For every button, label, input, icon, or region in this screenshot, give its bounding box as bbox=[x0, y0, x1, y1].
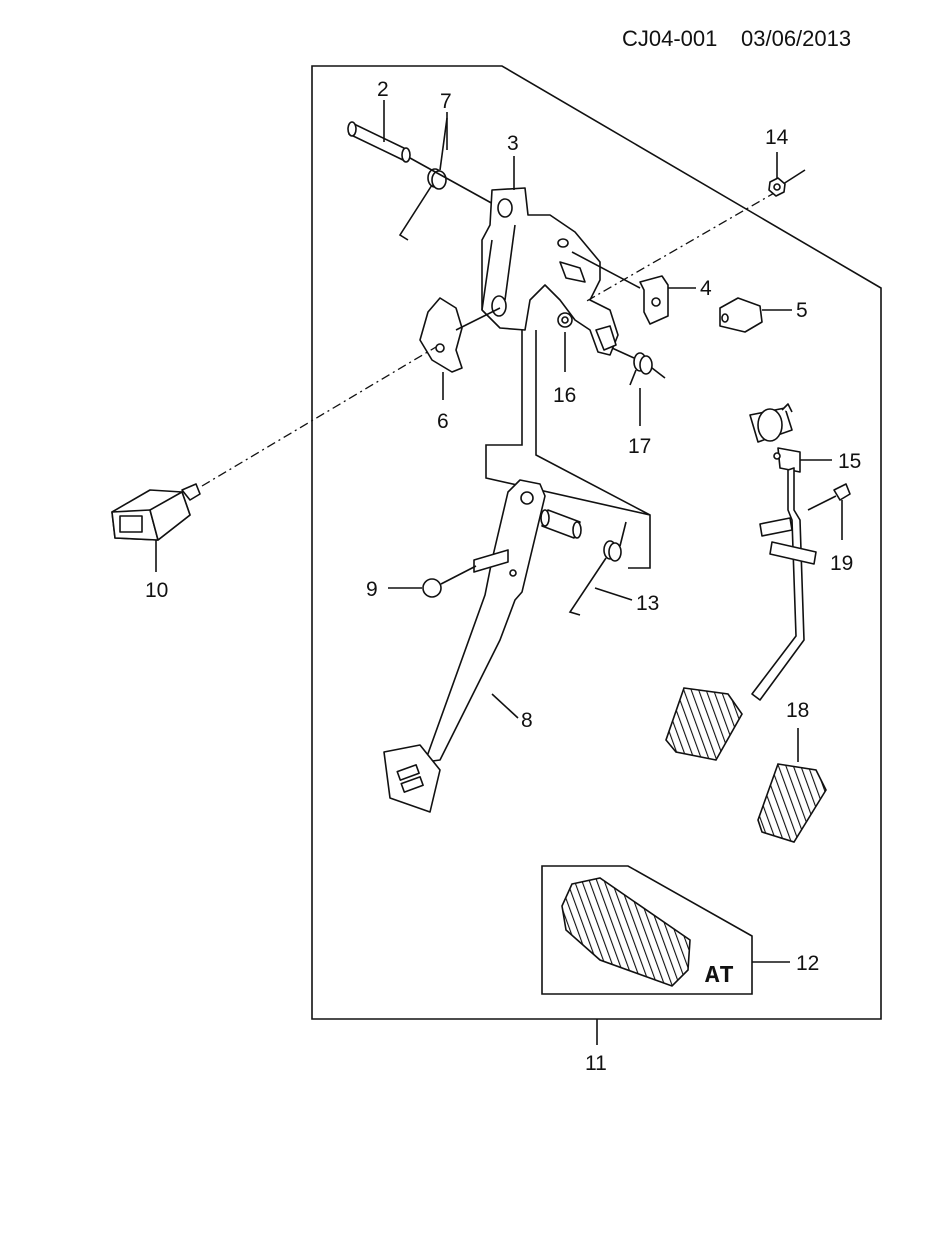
callout-13: 13 bbox=[636, 592, 659, 615]
switch-bracket-axis bbox=[455, 307, 501, 331]
callout-4: 4 bbox=[700, 277, 712, 300]
pedal-bushing bbox=[540, 509, 582, 539]
accelerator-pad-cover bbox=[757, 763, 827, 843]
callout-18: 18 bbox=[786, 699, 809, 722]
callout-11: 11 bbox=[585, 1052, 607, 1075]
adjusting-screw bbox=[807, 483, 851, 511]
bushing-washer bbox=[557, 312, 573, 328]
accelerator-pad-upper bbox=[665, 687, 743, 761]
callout-16: 16 bbox=[553, 384, 576, 407]
callout-17: 17 bbox=[628, 435, 651, 458]
pivot-pin bbox=[347, 121, 411, 163]
hex-nut bbox=[768, 177, 786, 197]
diagram-code: CJ04-001 bbox=[622, 26, 717, 51]
callout-19: 19 bbox=[830, 552, 853, 575]
pin-axis-line bbox=[409, 157, 496, 206]
stopper-cushion bbox=[422, 549, 509, 598]
callout-15: 15 bbox=[838, 450, 861, 473]
leader-13 bbox=[594, 587, 633, 601]
callout-7: 7 bbox=[440, 90, 452, 113]
stopper-leader-line bbox=[440, 565, 477, 585]
callout-12: 12 bbox=[796, 952, 819, 975]
diagram-date: 03/06/2013 bbox=[741, 26, 851, 51]
switch-axis-line bbox=[201, 346, 437, 487]
assembly-boundary bbox=[311, 65, 882, 1020]
assembly-axis-14 bbox=[584, 191, 777, 303]
pedal-return-spring bbox=[568, 521, 627, 616]
callout-9: 9 bbox=[366, 578, 378, 601]
stop-lamp-switch bbox=[111, 483, 201, 541]
at-label: AT bbox=[705, 963, 734, 990]
clip-assembly-line bbox=[571, 251, 641, 289]
callout-8: 8 bbox=[521, 709, 533, 732]
pedal-subgroup-boundary bbox=[485, 325, 651, 569]
bracket-clip bbox=[639, 275, 669, 325]
switch-bracket bbox=[419, 297, 463, 373]
callout-3: 3 bbox=[507, 132, 519, 155]
callout-14: 14 bbox=[765, 126, 789, 149]
leader-8 bbox=[491, 693, 519, 719]
pedal-bracket bbox=[481, 187, 619, 356]
retaining-clip bbox=[719, 297, 763, 333]
callout-6: 6 bbox=[437, 410, 449, 433]
torsion-spring bbox=[611, 347, 666, 386]
accelerator-pedal-arm bbox=[749, 403, 817, 701]
callout-10: 10 bbox=[145, 579, 168, 602]
callout-2: 2 bbox=[377, 78, 389, 101]
callout-5: 5 bbox=[796, 299, 808, 322]
at-pad-inset-frame bbox=[541, 865, 753, 995]
at-brake-pad bbox=[561, 877, 691, 987]
return-spring-upper bbox=[398, 117, 448, 241]
pedal-arm bbox=[383, 479, 546, 813]
